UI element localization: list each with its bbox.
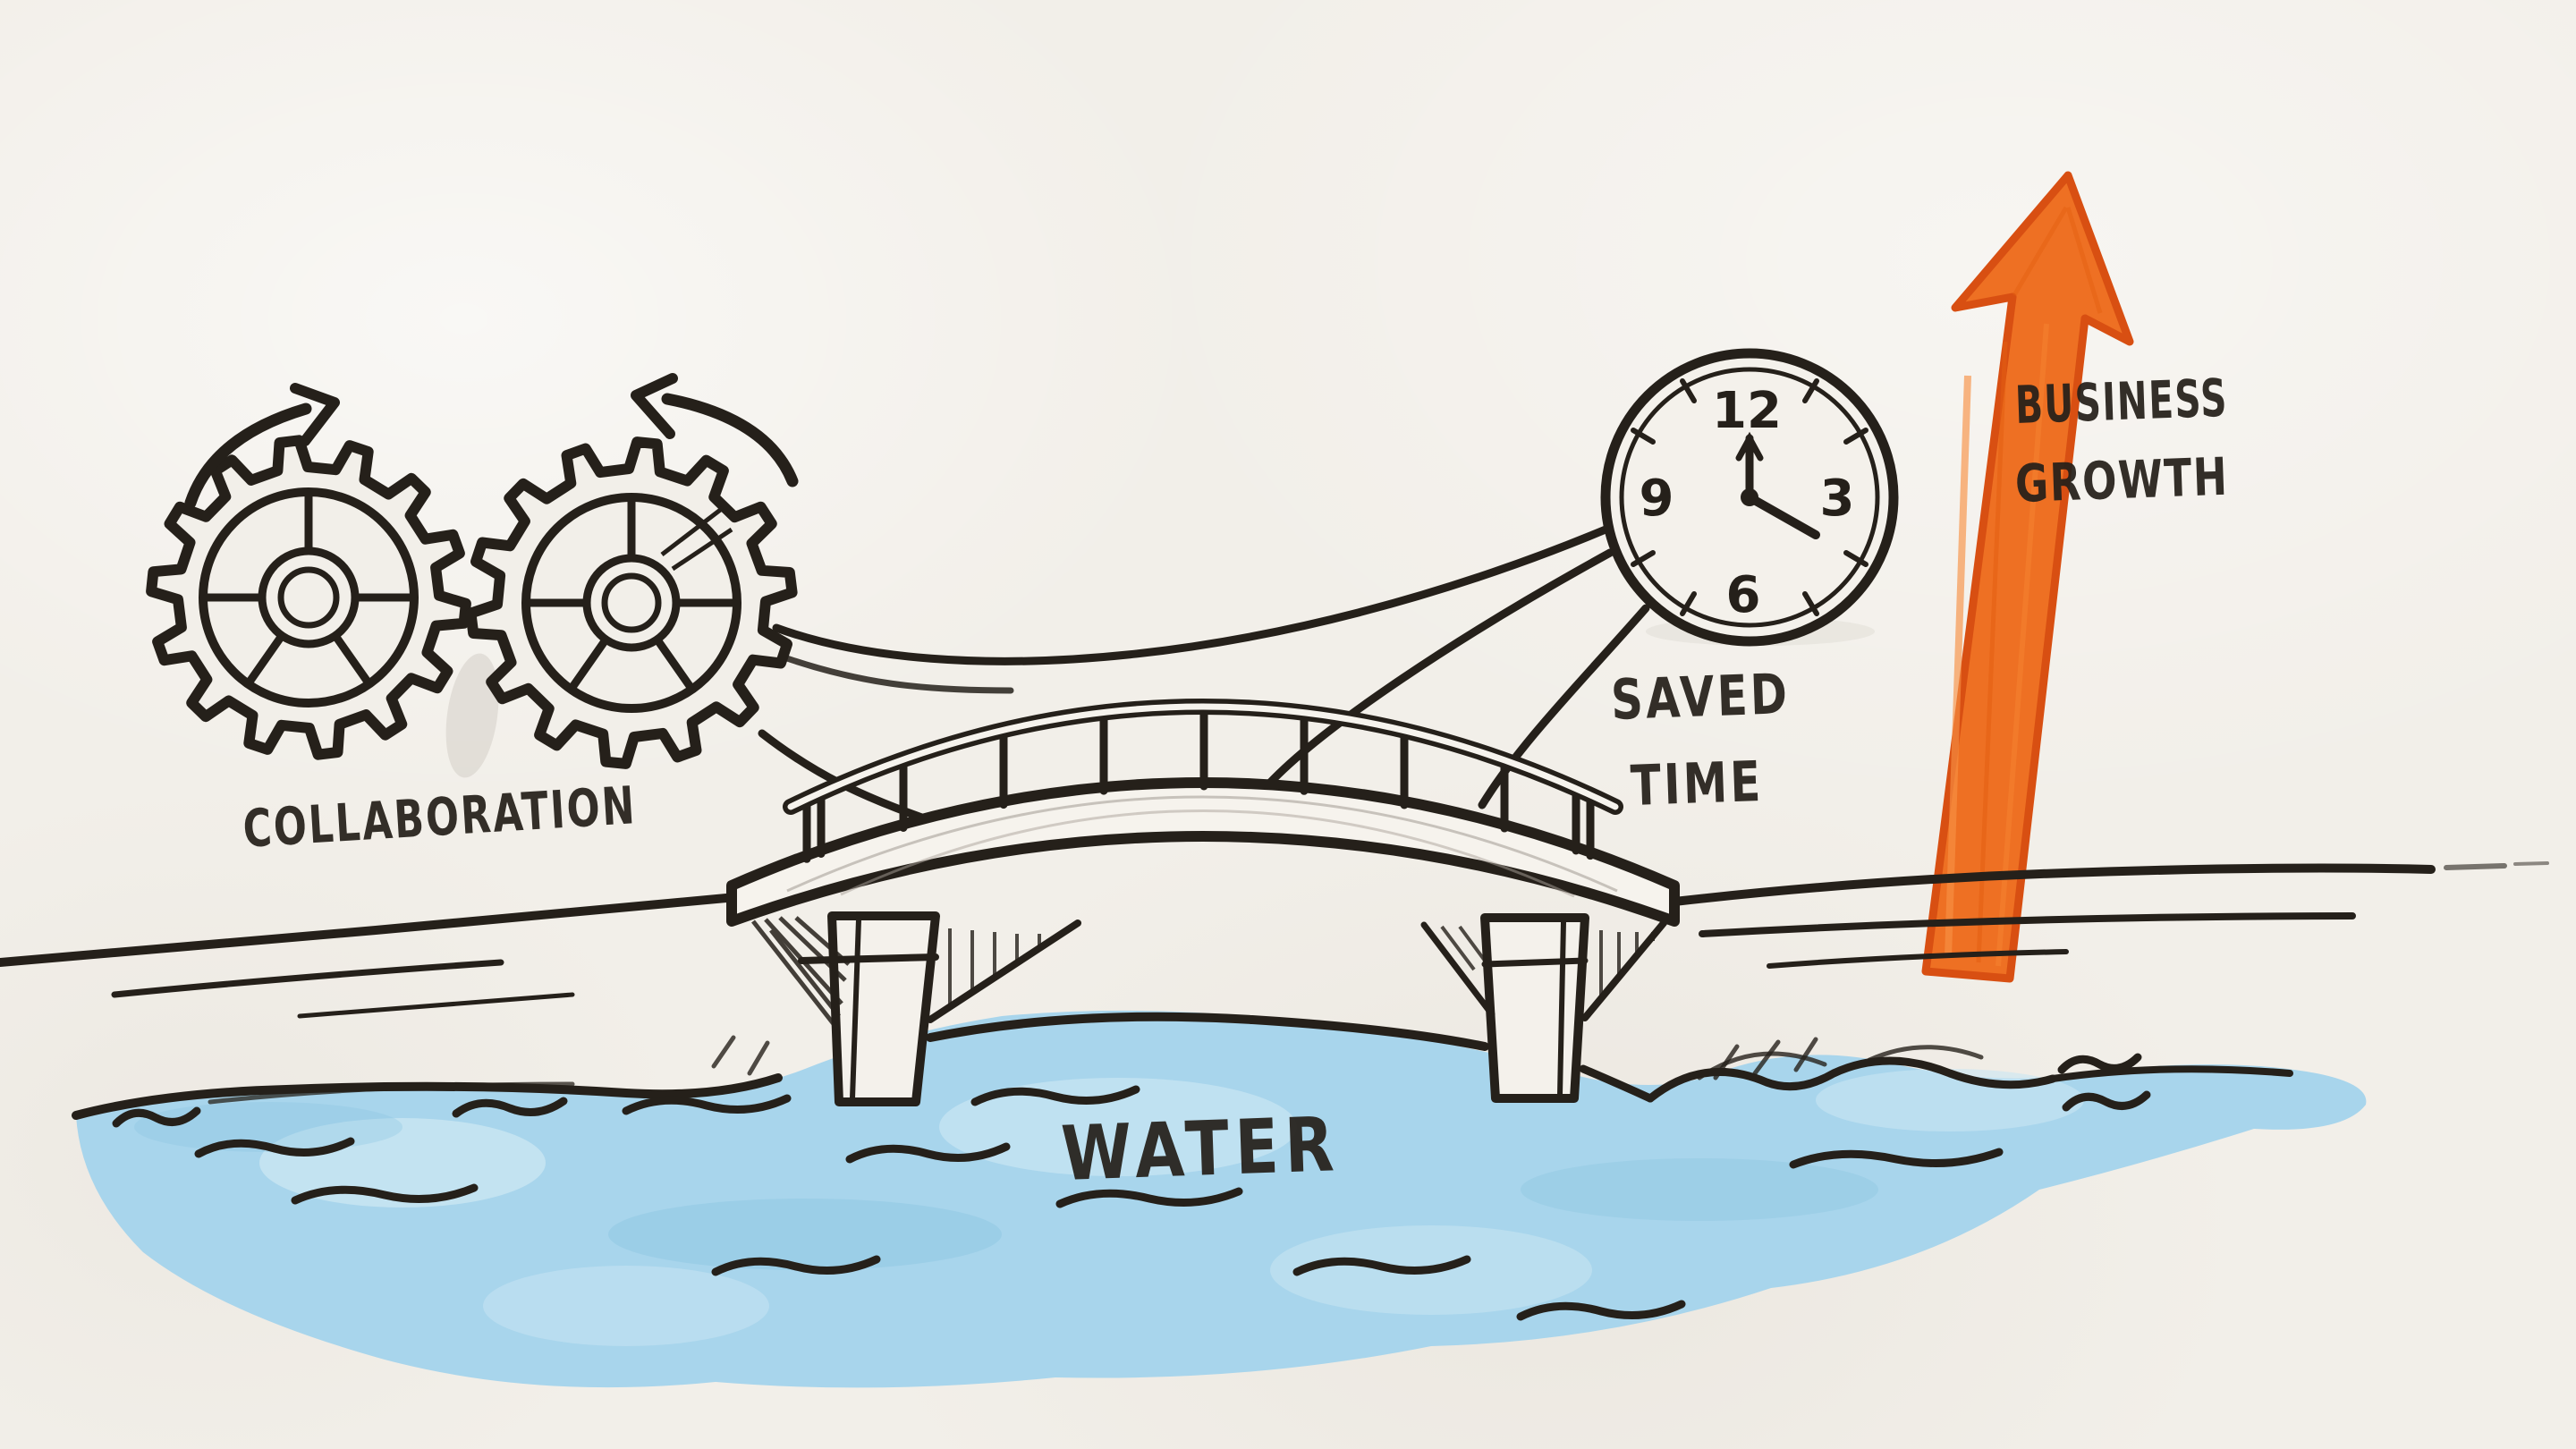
rotation-arrow-icon-right <box>631 373 799 487</box>
svg-text:3: 3 <box>1820 470 1855 528</box>
gear-icon-right <box>465 436 798 769</box>
bridge-railing <box>783 699 1623 863</box>
clock-icon: 12 3 6 9 <box>1600 348 1899 647</box>
wave-strokes <box>112 1053 2151 1321</box>
gears-icon <box>146 373 799 769</box>
saved-time-label-line2: TIME <box>1629 748 1765 818</box>
bridge-pier-left <box>751 911 1081 1106</box>
gear-icon-left <box>146 435 471 760</box>
line-clock-to-bridge-left <box>1257 548 1614 797</box>
bridge-illustration <box>726 699 1680 1106</box>
water-edge-lines <box>72 1012 2293 1120</box>
svg-text:12: 12 <box>1712 382 1782 440</box>
bridge-deck <box>726 777 1680 927</box>
line-gears-to-clock <box>772 525 1610 665</box>
clock-numbers: 12 3 6 9 <box>1640 382 1855 624</box>
business-growth-label-line2: GROWTH <box>2013 445 2230 514</box>
clock-ticks <box>1631 378 1868 616</box>
saved-time-label-line1: SAVED <box>1609 661 1792 733</box>
ground-lines <box>0 861 2549 1080</box>
clock-center-dot <box>1741 488 1758 506</box>
growth-arrow-icon <box>1921 171 2134 983</box>
business-growth-label-line1: BUSINESS <box>2013 367 2229 436</box>
svg-text:9: 9 <box>1640 470 1674 528</box>
water-label: WATER <box>1059 1100 1342 1198</box>
rotation-arrow-icon-left <box>184 383 340 509</box>
gear-shadow <box>445 653 499 778</box>
hour-hand <box>1745 493 1820 539</box>
svg-text:6: 6 <box>1726 566 1761 624</box>
bridge-pier-right <box>1420 913 1667 1103</box>
clock-hands <box>1735 431 1820 539</box>
line-clock-to-bridge-right <box>1478 604 1650 809</box>
